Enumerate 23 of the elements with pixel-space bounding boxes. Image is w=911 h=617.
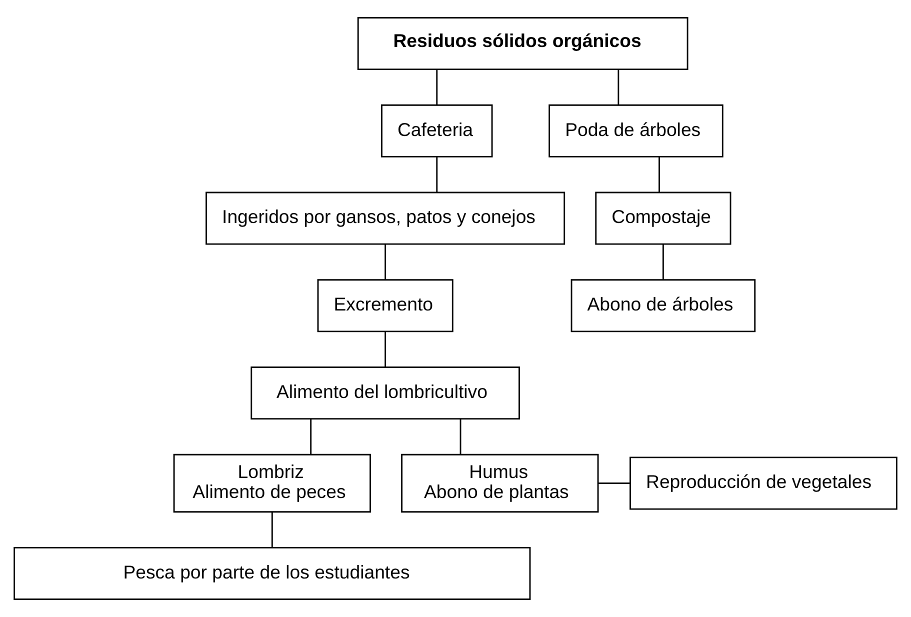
connector: [618, 70, 620, 105]
node-box: Residuos sólidos orgánicos: [357, 17, 688, 70]
node-box: Pesca por parte de los estudiantes: [14, 547, 531, 600]
node-box: Ingeridos por gansos, patos y conejos: [206, 192, 566, 245]
node-box: Excremento: [317, 279, 454, 332]
node-box: Alimento del lombricultivo: [250, 366, 520, 420]
connector: [460, 419, 462, 454]
node-box: Abono de árboles: [570, 279, 756, 332]
node-box: Cafeteria: [381, 104, 493, 158]
node-box: Lombriz Alimento de peces: [173, 454, 371, 513]
node-box: Humus Abono de plantas: [401, 454, 599, 513]
connector: [662, 244, 664, 280]
connector: [384, 244, 386, 280]
connector: [598, 482, 630, 484]
node-box: Compostaje: [595, 192, 732, 245]
node-box: Reproducción de vegetales: [630, 456, 898, 510]
connector: [271, 512, 273, 548]
connector: [658, 157, 660, 192]
connector: [436, 157, 438, 192]
connector: [384, 332, 386, 367]
connector: [436, 70, 438, 105]
node-box: Poda de árboles: [548, 104, 724, 158]
connector: [310, 419, 312, 454]
